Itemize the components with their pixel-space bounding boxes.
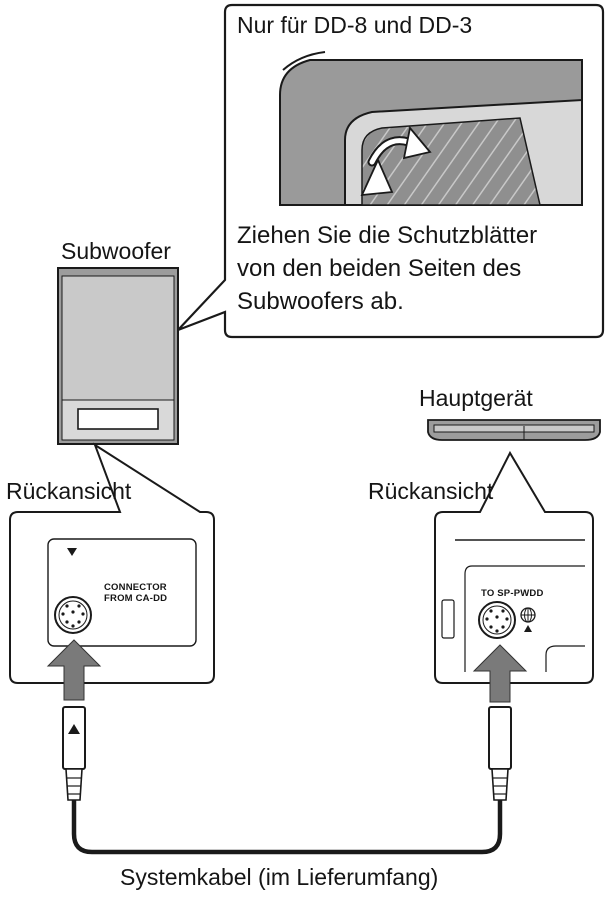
triangle-up-icon <box>524 625 532 632</box>
left-insert-arrow <box>46 639 102 701</box>
instruction-line-2: von den beiden Seiten des <box>237 255 522 282</box>
triangle-down-icon <box>67 548 77 556</box>
main-unit-label: Hauptgerät <box>419 385 533 411</box>
instruction-line-1: Ziehen Sie die Schutzblätter <box>237 222 538 249</box>
system-cable-label: Systemkabel (im Lieferumfang) <box>120 864 439 890</box>
subwoofer-front-illustration <box>57 267 179 445</box>
globe-icon <box>520 607 536 623</box>
connector-label-line-1: CONNECTOR <box>104 582 167 593</box>
callout-instruction: Ziehen Sie die Schutzblätter von den bei… <box>237 219 537 318</box>
main-unit-rear-view-label: Rückansicht <box>368 478 494 504</box>
subwoofer-label: Subwoofer <box>61 238 171 264</box>
system-cable <box>71 800 503 855</box>
main-unit-illustration <box>427 419 601 441</box>
instruction-line-3: Subwoofers ab. <box>237 288 404 315</box>
right-insert-arrow <box>472 644 528 703</box>
left-cable-plug <box>62 706 86 801</box>
right-cable-plug <box>488 706 512 801</box>
protective-sheet-illustration <box>279 51 583 206</box>
connector-label-line-2: FROM CA-DD <box>104 593 168 604</box>
triangle-up-icon <box>68 724 80 734</box>
subwoofer-rear-view-label: Rückansicht <box>6 478 132 504</box>
subwoofer-connector-label: CONNECTOR FROM CA-DD <box>104 582 167 604</box>
callout-title: Nur für DD-8 und DD-3 <box>237 12 473 38</box>
subwoofer-rear-panel <box>9 442 215 684</box>
main-unit-rear-panel <box>434 450 594 684</box>
main-unit-connector-label: TO SP-PWDD <box>481 588 544 599</box>
